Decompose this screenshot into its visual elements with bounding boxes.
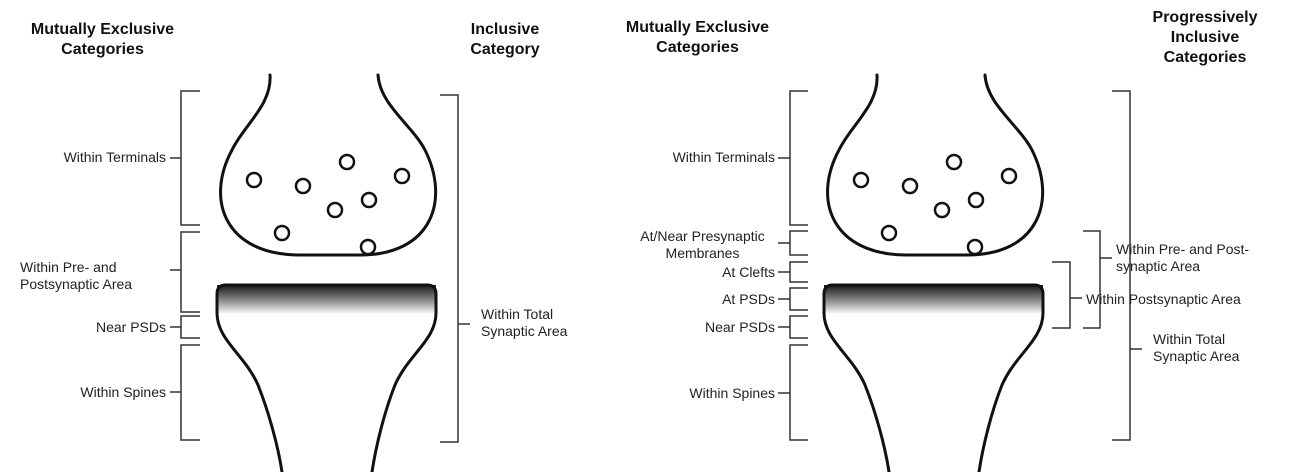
vesicle (340, 155, 354, 169)
right-heading-progressive: Progressively Inclusive Categories (1135, 8, 1275, 68)
bracket-within-terminals (778, 91, 808, 225)
vesicle (968, 240, 982, 254)
left-synapse (217, 75, 436, 472)
right-label-at-clefts: At Clefts (600, 264, 775, 281)
vesicle (328, 203, 342, 217)
right-label-within-terminals: Within Terminals (600, 149, 775, 166)
left-label-near-psds: Near PSDs (10, 319, 166, 336)
left-heading-exclusive: Mutually Exclusive Categories (5, 20, 200, 60)
vesicle (296, 179, 310, 193)
right-psd (824, 285, 1043, 313)
bracket-within-terminals (170, 91, 200, 225)
bracket-within-spines (778, 345, 808, 440)
bracket-within-spines (170, 345, 200, 440)
right-presynaptic-terminal (828, 75, 1043, 255)
right-label-within-postsynaptic: Within Postsynaptic Area (1086, 291, 1286, 308)
left-label-within-pre-post: Within Pre- and Postsynaptic Area (20, 259, 170, 293)
left-vesicles (247, 155, 409, 254)
vesicle (854, 173, 868, 187)
left-label-within-terminals: Within Terminals (10, 149, 166, 166)
vesicle (882, 226, 896, 240)
bracket-at-psds (778, 288, 808, 310)
left-label-within-total: Within Total Synaptic Area (481, 306, 601, 340)
bracket-at-clefts (778, 262, 808, 282)
bracket-at-near-presynaptic (778, 231, 808, 255)
left-heading-inclusive: Inclusive Category (445, 20, 565, 60)
bracket-within-pre-post (1083, 231, 1112, 328)
bracket-near-psds (778, 316, 808, 338)
right-label-within-total: Within Total Synaptic Area (1153, 331, 1283, 365)
right-synapse (824, 75, 1043, 472)
vesicle (395, 169, 409, 183)
vesicle (361, 240, 375, 254)
left-presynaptic-terminal (221, 75, 436, 255)
bracket-within-pre-post (170, 232, 200, 312)
vesicle (362, 193, 376, 207)
vesicle (275, 226, 289, 240)
bracket-within-postsynaptic (1052, 262, 1082, 328)
right-label-within-spines: Within Spines (600, 385, 775, 402)
vesicle (247, 173, 261, 187)
bracket-near-psds (170, 316, 200, 338)
right-brackets (778, 91, 1142, 440)
vesicle (969, 193, 983, 207)
right-vesicles (854, 155, 1016, 254)
left-spine-outline (217, 285, 436, 472)
bracket-within-total (440, 95, 470, 442)
right-label-at-psds: At PSDs (600, 291, 775, 308)
vesicle (903, 179, 917, 193)
vesicle (935, 203, 949, 217)
right-spine-outline (824, 285, 1043, 472)
right-label-at-near-presynaptic: At/Near Presynaptic Membranes (630, 228, 775, 262)
right-heading-exclusive: Mutually Exclusive Categories (600, 18, 795, 58)
right-label-near-psds: Near PSDs (600, 319, 775, 336)
vesicle (1002, 169, 1016, 183)
vesicle (947, 155, 961, 169)
left-psd (217, 285, 436, 313)
left-label-within-spines: Within Spines (10, 384, 166, 401)
right-label-within-pre-post: Within Pre- and Post- synaptic Area (1116, 241, 1291, 275)
left-brackets (170, 91, 470, 442)
